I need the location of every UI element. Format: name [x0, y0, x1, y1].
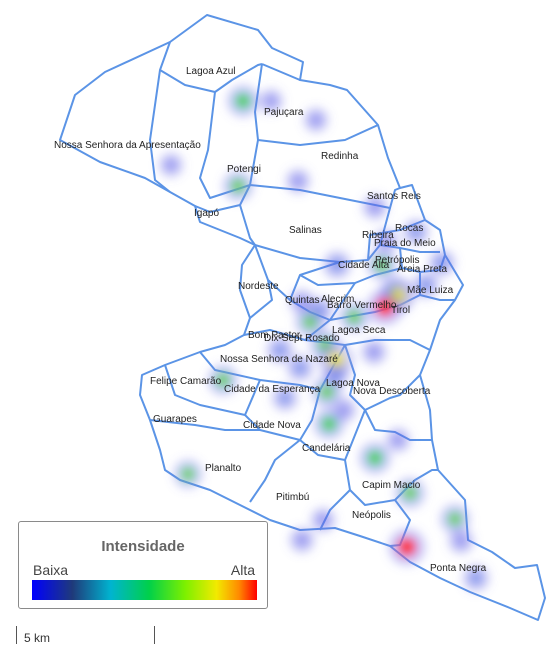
heat-spot — [436, 257, 448, 269]
heat-spot — [303, 315, 317, 329]
scale-label: 5 km — [24, 631, 51, 645]
legend-high-label: Alta — [230, 562, 255, 578]
heat-spot — [236, 94, 250, 108]
legend-title: Intensidade — [101, 538, 185, 555]
legend-low-label: Baixa — [33, 562, 69, 578]
label-pitimbu[interactable]: Pitimbú — [276, 492, 309, 503]
label-alecrim[interactable]: Alecrim — [321, 294, 354, 305]
label-areia-preta[interactable]: Areia Preta — [397, 264, 447, 275]
label-santos-reis[interactable]: Santos Reis — [367, 191, 421, 202]
heat-spot — [420, 279, 432, 291]
heat-spot — [375, 258, 389, 272]
scale-bar: 5 km — [16, 626, 155, 645]
label-pajucara[interactable]: Pajuçara — [264, 107, 304, 118]
heat-spot — [368, 346, 380, 358]
label-tirol[interactable]: Tirol — [391, 305, 410, 316]
label-nossa-senhora-da-apresentacao[interactable]: Nossa Senhora da Apresentação — [54, 140, 201, 151]
heat-spot — [294, 362, 306, 374]
heat-spot — [381, 236, 391, 246]
heat-spot — [231, 179, 245, 193]
label-nova-descoberta[interactable]: Nova Descoberta — [353, 386, 431, 397]
legend-color-ramp — [32, 580, 257, 600]
heat-spot — [393, 435, 403, 445]
heat-spot — [368, 451, 382, 465]
neighborhood-labels: Lagoa Azul Pajuçara Nossa Senhora da Apr… — [54, 66, 487, 574]
label-planalto[interactable]: Planalto — [205, 463, 242, 474]
heat-spot — [410, 226, 422, 238]
label-candelaria[interactable]: Candelária — [302, 443, 351, 454]
heat-spot — [296, 296, 308, 308]
label-potengi[interactable]: Potengi — [227, 164, 261, 175]
label-redinha[interactable]: Redinha — [321, 151, 359, 162]
heat-spot — [166, 160, 176, 170]
heat-spot — [279, 392, 291, 404]
label-ribeira[interactable]: Ribeira — [362, 230, 394, 241]
heat-spot-core — [381, 303, 389, 311]
label-nordeste[interactable]: Nordeste — [238, 281, 279, 292]
label-salinas[interactable]: Salinas — [289, 225, 322, 236]
heat-spot — [330, 369, 342, 381]
label-cidade-da-esperanca[interactable]: Cidade da Esperança — [224, 384, 321, 395]
label-felipe-camarao[interactable]: Felipe Camarão — [150, 376, 222, 387]
heat-spot — [322, 417, 336, 431]
label-cidade-alta[interactable]: Cidade Alta — [338, 260, 390, 271]
heat-spot — [448, 512, 462, 526]
label-barro-vermelho[interactable]: Barro Vermelho — [327, 300, 397, 311]
label-rocas[interactable]: Rocas — [395, 223, 423, 234]
label-quintas[interactable]: Quintas — [285, 295, 319, 306]
label-lagoa-azul[interactable]: Lagoa Azul — [186, 66, 236, 77]
heat-spot — [369, 201, 381, 213]
heat-layer — [159, 85, 490, 592]
heat-spot — [311, 115, 321, 125]
label-dix-sept-rosado[interactable]: Dix-Sept Rosado — [264, 333, 340, 344]
intensity-legend: Intensidade Baixa Alta — [18, 521, 268, 609]
label-bom-pastor[interactable]: Bom Pastor — [248, 330, 301, 341]
heat-spot — [455, 535, 467, 547]
heat-spot — [339, 405, 349, 415]
heat-spot — [470, 572, 482, 584]
label-capim-macio[interactable]: Capim Macio — [362, 480, 421, 491]
heat-spot — [216, 373, 230, 387]
heat-spot — [318, 515, 328, 525]
label-cidade-nova[interactable]: Cidade Nova — [243, 420, 301, 431]
label-petropolis[interactable]: Petrópolis — [375, 255, 419, 266]
label-neopolis[interactable]: Neópolis — [352, 510, 391, 521]
heat-spot — [266, 96, 276, 106]
label-praia-do-meio[interactable]: Praia do Meio — [374, 238, 436, 249]
heat-spot — [331, 259, 343, 271]
label-ponta-negra[interactable]: Ponta Negra — [430, 563, 487, 574]
heat-spot — [274, 344, 286, 356]
heat-spot — [320, 385, 334, 399]
label-nossa-senhora-de-nazare[interactable]: Nossa Senhora de Nazaré — [220, 354, 338, 365]
label-guarapes[interactable]: Guarapes — [153, 414, 197, 425]
heat-spot — [347, 310, 361, 324]
heat-spot — [293, 176, 303, 186]
label-igapo[interactable]: Igapó — [194, 208, 219, 219]
label-lagoa-seca[interactable]: Lagoa Seca — [332, 325, 386, 336]
heat-spot — [403, 486, 417, 500]
label-mae-luiza[interactable]: Mãe Luiza — [407, 285, 454, 296]
heat-spot — [181, 467, 195, 481]
heat-spot-core — [403, 543, 411, 551]
label-lagoa-nova[interactable]: Lagoa Nova — [326, 378, 380, 389]
heat-spot — [296, 534, 308, 546]
